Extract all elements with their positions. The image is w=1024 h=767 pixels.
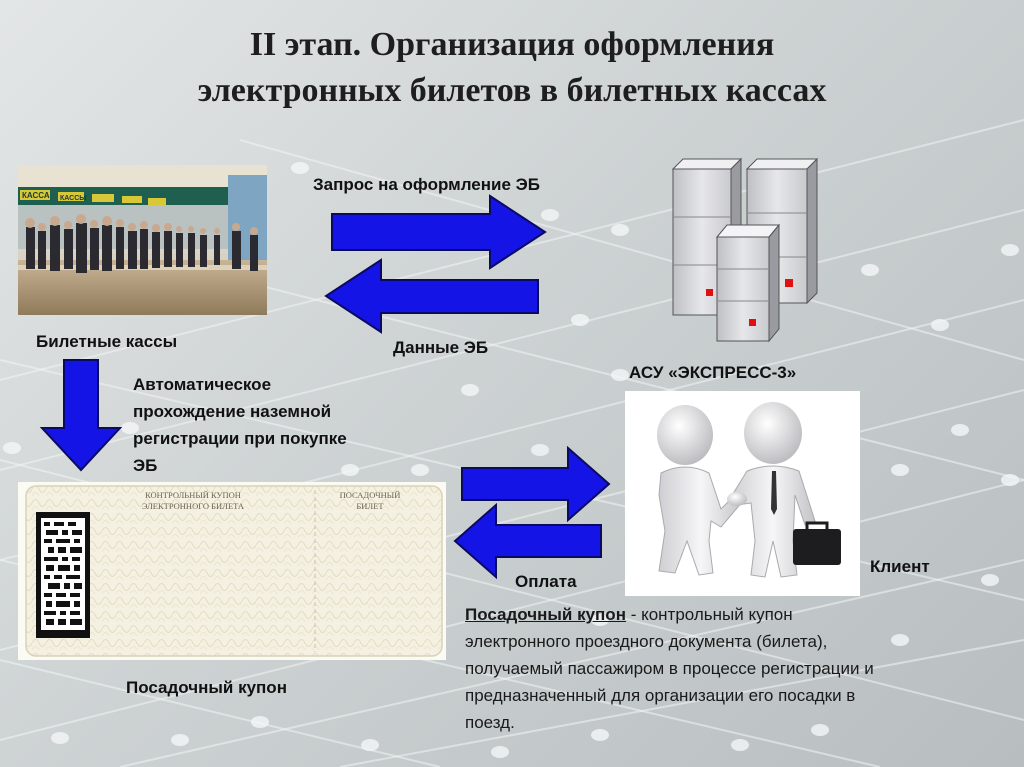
coupon-head-right-2: БИЛЕТ [356,501,384,511]
asu-label: АСУ «ЭКСПРЕСС-3» [629,363,797,382]
coupon-head-left-2: ЭЛЕКТРОННОГО БИЛЕТА [142,501,245,511]
slide-title: II этап. Организация оформления электрон… [60,22,964,114]
request-arrow-right [331,194,547,270]
ticket-office-photo: КАССА КАССЫ [18,165,267,315]
boarding-coupon-label: Посадочный купон [126,678,287,697]
client-label: Клиент [870,557,930,576]
handshake-image [625,391,860,596]
coupon-head-left-1: КОНТРОЛЬНЫЙ КУПОН [145,490,241,500]
definition-line-4: предназначенный для организации его поса… [465,686,856,705]
client-arrow-right [461,446,611,523]
data-label: Данные ЭБ [393,338,489,357]
auto-line-2: прохождение наземной [133,402,332,421]
boarding-coupon-image: КОНТРОЛЬНЫЙ КУПОН ЭЛЕКТРОННОГО БИЛЕТА ПО… [18,482,446,660]
boarding-coupon-definition: Посадочный купон - контрольный купон эле… [465,601,1005,736]
auto-registration-label: Автоматическое прохождение наземной реги… [133,371,347,479]
title-line-2: электронных билетов в билетных кассах [197,72,827,109]
definition-line-1: - контрольный купон [625,605,793,624]
down-arrow [39,359,123,472]
data-arrow-left [324,258,539,334]
photo-sign-1: КАССА [22,191,50,200]
ticket-offices-label: Билетные кассы [36,332,178,351]
servers-icon [671,157,819,343]
coupon-head-right-1: ПОСАДОЧНЫЙ [340,490,401,500]
definition-term: Посадочный купон [465,605,626,624]
auto-line-3: регистрации при покупке [133,429,347,448]
auto-line-4: ЭБ [133,456,158,475]
definition-line-2: электронного проездного документа (билет… [465,632,828,651]
title-line-1: II этап. Организация оформления [249,26,775,63]
photo-sign-2: КАССЫ [60,195,86,202]
definition-line-3: получаемый пассажиром в процессе регистр… [465,659,874,678]
auto-line-1: Автоматическое [133,375,272,394]
payment-arrow-left [453,503,602,580]
request-label: Запрос на оформление ЭБ [313,175,540,194]
payment-label: Оплата [515,572,577,591]
definition-line-5: поезд. [465,713,515,732]
